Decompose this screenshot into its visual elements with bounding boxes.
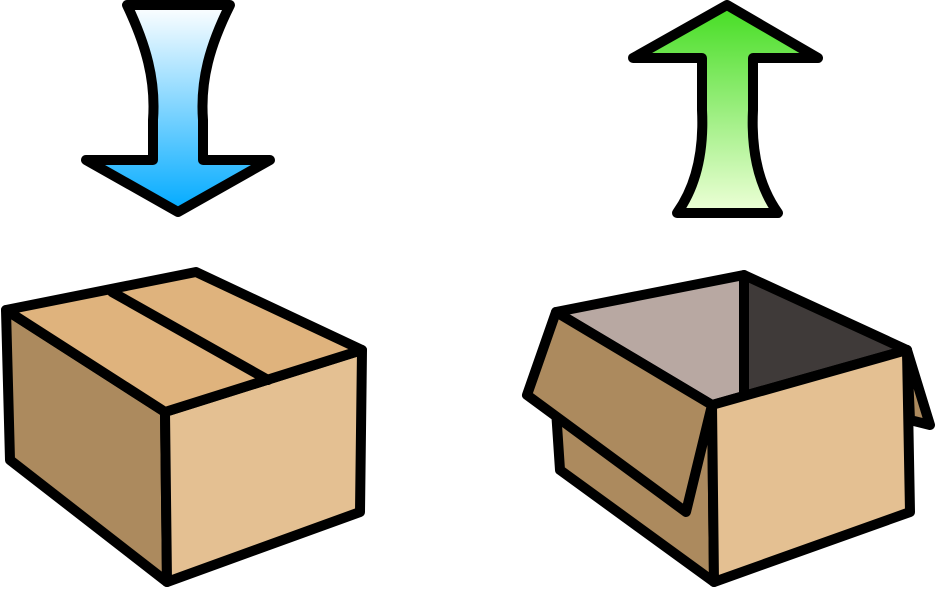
arrow-up-icon xyxy=(628,0,823,218)
closed-box-icon xyxy=(1,267,367,587)
arrow-down-icon xyxy=(81,0,275,217)
open-box-icon xyxy=(522,270,935,587)
